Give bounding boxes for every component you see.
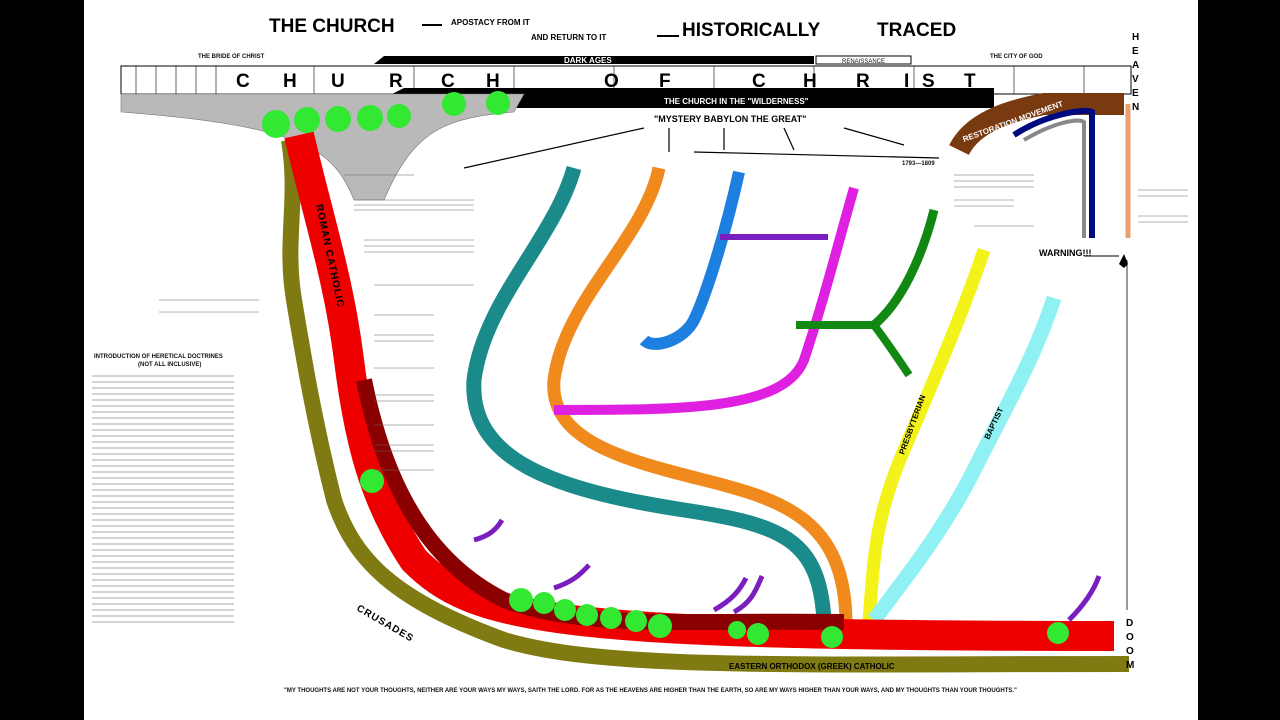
marker-dot	[509, 588, 533, 612]
marker-dot	[387, 104, 411, 128]
church-letter: I	[904, 71, 909, 92]
marker-dot	[625, 610, 647, 632]
heaven-letter: E	[1132, 46, 1139, 57]
date-1793-1809: 1793—1809	[902, 161, 935, 167]
heaven-letter: E	[1132, 88, 1139, 99]
marker-dot	[486, 91, 510, 115]
heaven-letter: V	[1132, 74, 1139, 85]
title-the-church: THE CHURCH	[269, 16, 395, 37]
brown-branch	[949, 93, 1124, 156]
church-letter: S	[922, 71, 935, 92]
church-letter: H	[486, 71, 500, 92]
navy-restoration-line	[1012, 107, 1095, 238]
label-city-of-god: THE CITY OF GOD	[990, 54, 1043, 60]
purple-offshoot	[473, 518, 505, 543]
magenta-branch	[553, 186, 859, 415]
church-letter: C	[441, 71, 455, 92]
marker-dot	[728, 621, 746, 639]
label-renaissance: RENAISSANCE	[842, 59, 885, 65]
green-markers	[262, 91, 1069, 648]
purple-bar	[720, 234, 828, 240]
orthodox-stream	[281, 138, 1130, 673]
purple-offshoot	[1067, 575, 1102, 622]
marker-dot	[747, 623, 769, 645]
church-letter: C	[752, 71, 766, 92]
green-branch-top	[871, 208, 939, 329]
marker-dot	[533, 592, 555, 614]
title-apostasy-1: APOSTACY FROM IT	[451, 18, 530, 27]
label-wilderness: THE CHURCH IN THE "WILDERNESS"	[664, 97, 809, 106]
babylon-arrows	[463, 127, 940, 169]
title-apostasy-2: AND RETURN TO IT	[531, 33, 607, 42]
catholic-inner-stream	[356, 378, 845, 631]
title-traced: TRACED	[877, 20, 956, 41]
marker-dot	[648, 614, 672, 638]
doom-letter: O	[1126, 646, 1134, 657]
doom-letter: M	[1126, 660, 1134, 671]
blue-branch	[639, 170, 745, 350]
church-letter: H	[283, 71, 297, 92]
marker-dot	[357, 105, 383, 131]
heaven-letter: H	[1132, 32, 1139, 43]
church-letter: U	[331, 71, 345, 92]
label-bride-of-christ: THE BRIDE OF CHRIST	[198, 54, 265, 60]
marker-dot	[442, 92, 466, 116]
heretical-subtitle: (NOT ALL INCLUSIVE)	[138, 362, 201, 368]
footer-quote: "MY THOUGHTS ARE NOT YOUR THOUGHTS, NEIT…	[284, 688, 1017, 694]
heretical-title: INTRODUCTION OF HERETICAL DOCTRINES	[94, 354, 223, 360]
church-letter: F	[659, 71, 671, 92]
orange-branch	[547, 166, 853, 621]
marker-dot	[576, 604, 598, 626]
doom-letter: D	[1126, 618, 1133, 629]
doom-letter: O	[1126, 632, 1134, 643]
purple-offshoot	[553, 563, 591, 591]
marker-dot	[262, 110, 290, 138]
marker-dot	[554, 599, 576, 621]
church-letter: R	[856, 71, 870, 92]
church-letter: C	[236, 71, 250, 92]
warning-label: WARNING!!!	[1039, 248, 1092, 258]
renaissance-bar	[815, 55, 912, 65]
chart-canvas: THE CHURCH APOSTACY FROM IT AND RETURN T…	[92, 16, 1188, 694]
dark-ages-bar	[374, 56, 814, 64]
label-dark-ages: DARK AGES	[564, 56, 612, 65]
grey-restoration-line	[1022, 118, 1086, 238]
marker-dot	[1047, 622, 1069, 644]
marker-dot	[821, 626, 843, 648]
heretical-doctrines-list	[92, 375, 234, 623]
warning-arrow	[1119, 254, 1128, 268]
purple-offshoot	[732, 575, 765, 615]
crusades-label: CRUSADES	[355, 603, 416, 645]
orthodox-label: EASTERN ORTHODOX (GREEK) CATHOLIC	[729, 662, 895, 671]
church-letter: T	[964, 71, 976, 92]
cyan-branch	[868, 295, 1062, 625]
heaven-letter: N	[1132, 102, 1139, 113]
label-mystery-babylon: "MYSTERY BABYLON THE GREAT"	[654, 114, 806, 124]
doom-label: D O O M	[1126, 618, 1134, 671]
title-historically: HISTORICALLY	[682, 20, 821, 41]
heaven-letter: A	[1132, 60, 1139, 71]
green-branch-right	[870, 322, 913, 378]
marker-dot	[325, 106, 351, 132]
church-history-chart: THE CHURCH APOSTACY FROM IT AND RETURN T…	[84, 0, 1198, 720]
church-letter: O	[604, 71, 619, 92]
teal-branch	[466, 165, 832, 621]
church-of-christ-letters: C H U R C H O F C H R I S T	[236, 71, 976, 92]
marker-dot	[600, 607, 622, 629]
wilderness-band	[384, 88, 994, 108]
church-letter: R	[389, 71, 403, 92]
early-church-funnel	[120, 93, 525, 201]
marker-dot	[360, 469, 384, 493]
heaven-label: H E A V E N	[1132, 32, 1139, 113]
yellow-branch	[862, 247, 991, 621]
marker-dot	[294, 107, 320, 133]
church-letter: H	[803, 71, 817, 92]
annotation-lines	[159, 174, 1188, 471]
purple-offshoot	[712, 576, 749, 613]
